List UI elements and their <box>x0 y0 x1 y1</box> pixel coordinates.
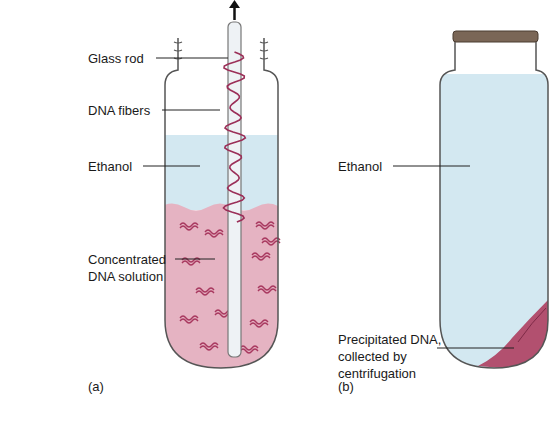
dna-strand <box>180 223 198 230</box>
dna-fibers <box>224 52 246 222</box>
leader-lines <box>143 58 514 348</box>
panel-label: (a) <box>88 378 128 395</box>
part-label: Ethanol <box>88 158 158 175</box>
dna-strand <box>256 222 274 229</box>
test-tube <box>440 40 548 368</box>
part-label: Precipitated DNA, collected by centrifug… <box>338 331 453 382</box>
dna-strand <box>258 286 276 293</box>
dna-strand <box>205 230 223 237</box>
dna-strand <box>200 343 218 350</box>
dna-strand <box>250 320 268 327</box>
ethanol-layer <box>435 74 550 374</box>
tube-cap <box>453 31 538 42</box>
dna-strand <box>252 253 270 260</box>
test-tube <box>165 38 278 368</box>
pellet-shade <box>518 308 546 342</box>
part-label: DNA fibers <box>88 102 178 119</box>
part-label: Concentrated DNA solution <box>88 251 174 285</box>
dna-strand <box>240 346 258 353</box>
arrow-head <box>229 0 240 8</box>
dna-strand <box>180 316 198 323</box>
panel-label: (b) <box>338 378 378 395</box>
dna-strand <box>196 288 214 295</box>
part-label: Glass rod <box>88 50 168 67</box>
ethanol-layer <box>160 135 285 210</box>
tube-threads <box>174 42 268 59</box>
part-label: Ethanol <box>338 158 408 175</box>
dna-pellet <box>478 300 548 372</box>
